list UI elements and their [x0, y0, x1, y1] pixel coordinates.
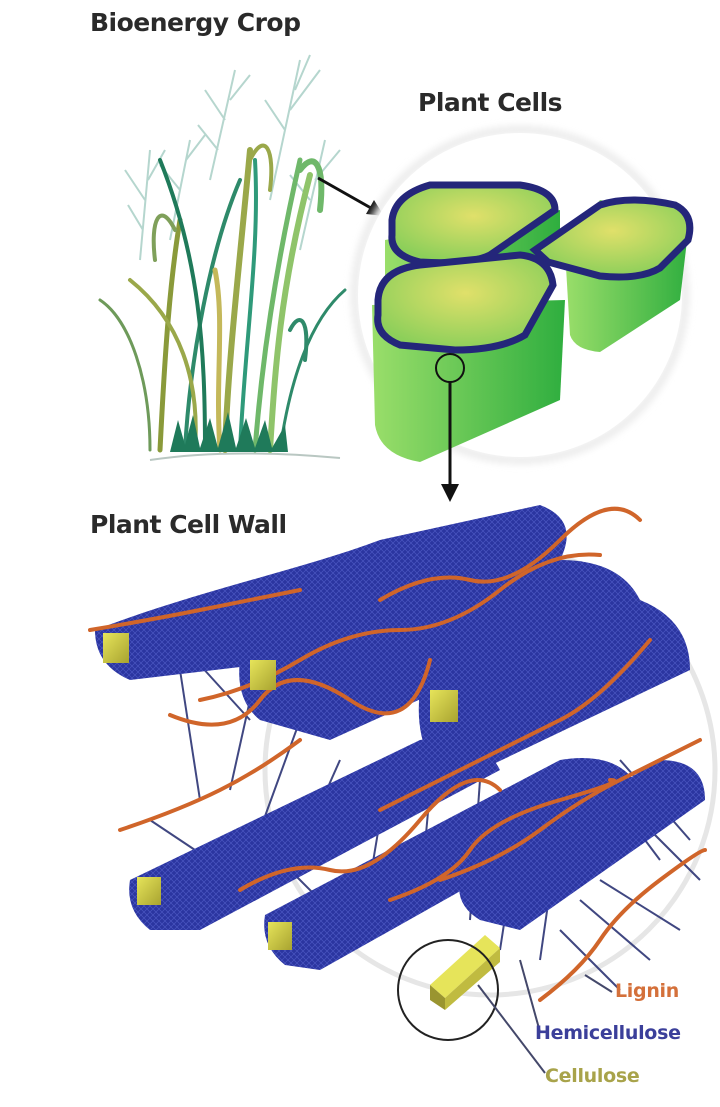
cellulose-label: Cellulose — [545, 1065, 640, 1087]
hemicellulose-label: Hemicellulose — [535, 1022, 681, 1044]
lignin-label: Lignin — [615, 980, 679, 1002]
plant-cell-wall-title: Plant Cell Wall — [90, 510, 287, 539]
plant-cells-title: Plant Cells — [418, 88, 563, 117]
arrow-down-icon — [441, 484, 459, 502]
bioenergy-crop-title: Bioenergy Crop — [90, 8, 301, 37]
cellulose-microfibril-highlight — [430, 935, 500, 1010]
